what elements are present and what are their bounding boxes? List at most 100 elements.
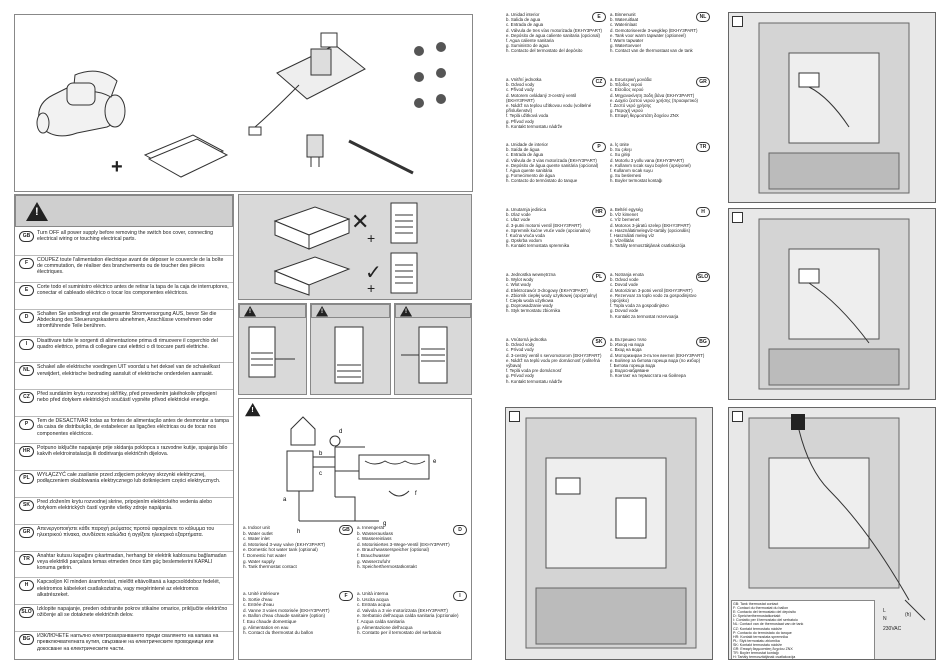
tank-panel-1-header [239,304,306,318]
legend-item: b. Odvod vody [506,342,535,348]
legend-item: e. Depósito de agua caliente sanitaria (… [506,32,600,38]
separator [15,604,233,606]
legend-item: a. Unité intérieure [243,591,280,596]
screws-drawing [414,42,446,108]
legend-item: e. Tank voor warm tapwater (optioneel) [610,32,686,38]
legend-item: a. Jednostka wewnętrzna [506,272,556,277]
legend-item: c. Entrée d'eau [243,602,274,608]
warning-text: Tem de DESACTIVAR todas as fontes de ali… [37,418,229,437]
language-badge: BG [696,337,710,347]
language-badge: P [19,419,34,431]
legend-item: f. Kućna vruća voda [506,233,545,239]
separator [15,308,233,310]
language-badge: F [339,591,353,601]
legend-item: a. Unidade de interior [506,142,548,147]
warning-text: ИЗКЛЮЧЕТЕ напълно електрозахранването пр… [37,633,219,652]
h-label: (h) [905,612,912,618]
legend-item: d. Motorisiertes 3-Wege-Ventil (EKHY3PAR… [357,541,450,547]
label-g: g [383,521,386,527]
warning-icon [26,202,48,221]
legend-item: f. Teplá užitková voda [506,113,549,119]
legend-item: b. Salida de agua [506,17,541,23]
final-legend-line: TR: Boyler termostat kontağı [733,651,779,656]
legend-item: a. İç ünite [610,142,630,147]
legend-item: d. Gemotoriseerde 3-wegklep (EKHY3PART) [610,27,698,33]
separator [15,362,233,364]
tank-panel-2-header [311,304,390,318]
tank-drawing-3 [401,326,448,384]
legend-item: g. Fornecimento de água [506,173,555,179]
legend-item: c. Dovod vode [610,282,639,288]
legend-item: e. Domestic hot water tank (optional) [243,547,318,553]
check-icon: ✓ [365,262,382,284]
unit-interior-drawing-2 [758,218,910,390]
cross-icon: ✕ [351,209,369,234]
legend-item: e. Depósito de água quente sanitária (op… [506,162,599,168]
legend-item: e. Spremnik kućne vruće vode (opcionalno… [506,227,591,233]
legend-item: g. Opskrba vodom [506,238,542,244]
label-h: h [297,529,300,535]
separator [15,577,233,579]
language-badge: PL [592,272,606,282]
final-legend-line: PL: Styk termostatu zbiornika [733,638,780,643]
warning-icon [245,403,261,417]
legend-item: e. Brauchwasserspeicher (optional) [357,547,430,553]
legend-item: h. Boyler termostat kontağı [610,178,663,184]
language-badge: BG [19,634,34,646]
final-legend-line: F: Contact du thermostat du ballon [733,606,789,611]
legend-item: b. Έξοδος νερού [610,82,643,88]
pcb-drawing [248,32,366,136]
legend-item: h. Контакт на термостата на бойлера [610,373,686,379]
legend-item: d. Motoros 3-járatú szelep (EKHY3PART) [610,222,691,228]
terminal-l-label: L [883,608,886,614]
legend-item: a. Вътрешно тяло [610,337,647,342]
legend-item: c. Είσοδος νερού [610,87,644,93]
step-checkbox [509,411,520,422]
warning-text: Disattivare tutte le sorgenti di aliment… [37,337,218,350]
language-badge: D [453,525,467,535]
warning-text: Schalten Sie unbedingt erst die gesamte … [37,310,217,330]
legend-item: h. Kontakt termostatu nádrže [506,123,563,129]
final-legend-line: GB: Tank thermostat contact [733,602,779,606]
legend-item: f. Kullanım sıcak suyu [610,168,653,174]
tank-drawing [358,454,430,480]
legend-item: b. Wateruitlaat [610,17,639,23]
legend-item: e. Nádrž na teplú vodu pre domácnosť (vo… [506,357,600,369]
final-legend-line: H: Tartály termosztátjának csatlakozója [733,655,796,660]
relay-icon [791,414,805,430]
warning-header [15,195,233,227]
legend-item: h. Speicherthermostatkontakt [357,564,417,570]
warning-text: Pred zložením krytu rozvodnej skrine, pr… [37,498,213,511]
language-badge: CZ [19,392,34,404]
legend-item: b. Odvod vody [506,82,535,88]
legend-item: e. Δοχείο ζεστού νερού χρήσης (προαιρετι… [610,97,698,103]
legend-item: h. Styk termostatu zbiornika [506,308,561,314]
label-b: b [319,451,323,457]
legend-item: h. Contatto per il termostato del serbat… [357,630,442,636]
warning-icon [400,306,413,317]
legend-item: h. Kontakt za termostat rezervoarja [610,313,679,319]
language-badge: TR [696,142,710,152]
legend-item: g. Alimentazione dell'acqua [357,624,413,630]
legend-item: f. Acqua calda sanitaria [357,618,405,624]
language-badge: E [592,12,606,22]
legend-item: g. Suministro de agua [506,43,549,49]
legend-item: c. Přívod vody [506,87,534,93]
legend-item: b. Uscita acqua [357,596,389,602]
language-badge: HR [592,207,606,217]
language-badge: NL [696,12,710,22]
legend-item: h. Tartály termosztátjának csatlakozója [610,243,686,249]
label-c: c [319,471,322,477]
legend-item: a. Vnitřní jednotka [506,77,542,82]
warning-text: WYŁĄCZYĆ całe zasilanie przed zdjęciem p… [37,471,221,485]
legend-item: b. Odvod vode [610,277,639,283]
language-badge: P [592,142,606,152]
warning-text: COUPEZ toute l'alimentation électrique a… [37,256,224,276]
label-d: d [339,429,342,435]
